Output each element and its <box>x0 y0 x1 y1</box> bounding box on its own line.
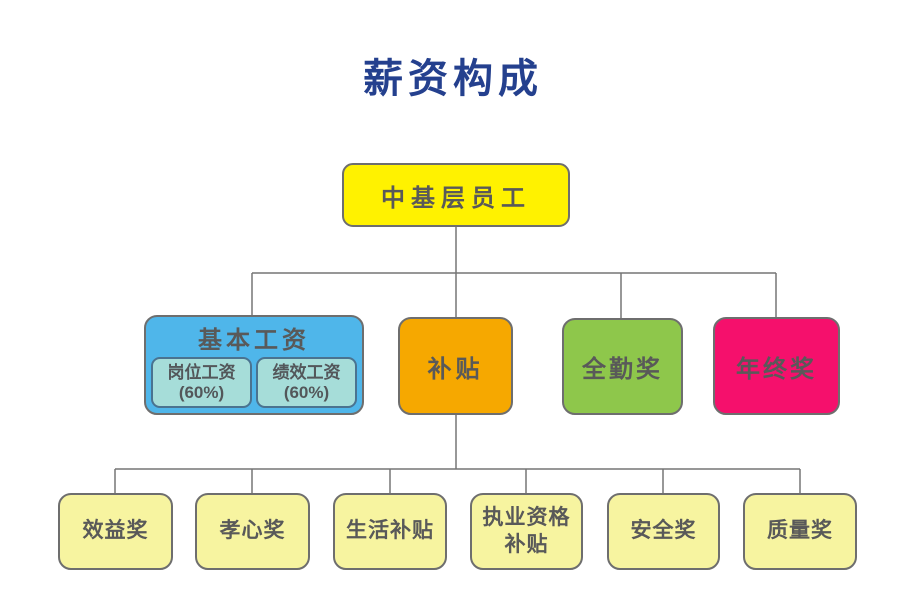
node-performance-salary: 绩效工资 (60%) <box>256 357 357 408</box>
node-subsidy-label: 补贴 <box>427 355 484 383</box>
node-root-employees: 中基层员工 <box>342 163 570 227</box>
node-filial-piety-award: 孝心奖 <box>195 493 310 570</box>
node-basic-salary: 基本工资 岗位工资 (60%) 绩效工资 (60%) <box>144 315 364 415</box>
node-performance-salary-label: 绩效工资 <box>272 362 341 382</box>
node-safety-award: 安全奖 <box>607 493 720 570</box>
node-basic-salary-label: 基本工资 <box>198 326 310 354</box>
node-professional-qualification-subsidy: 执业资格补贴 <box>470 493 583 570</box>
node-position-salary-label: 岗位工资 <box>167 362 236 382</box>
node-position-salary: 岗位工资 (60%) <box>151 357 252 408</box>
node-living-subsidy: 生活补贴 <box>333 493 447 570</box>
node-subsidy: 补贴 <box>398 317 513 415</box>
node-root-label: 中基层员工 <box>381 184 531 212</box>
node-full-attendance-award: 全勤奖 <box>562 318 683 415</box>
node-benefit-award: 效益奖 <box>58 493 173 570</box>
node-year-end-label: 年终奖 <box>736 355 817 383</box>
node-full-attendance-label: 全勤奖 <box>582 356 663 383</box>
diagram-title: 薪资构成 <box>363 57 543 101</box>
node-position-salary-percent: (60%) <box>178 382 225 402</box>
basic-salary-subboxes: 岗位工资 (60%) 绩效工资 (60%) <box>146 357 362 413</box>
node-performance-salary-percent: (60%) <box>283 382 330 402</box>
node-year-end-bonus: 年终奖 <box>713 317 840 415</box>
node-quality-award: 质量奖 <box>743 493 857 570</box>
